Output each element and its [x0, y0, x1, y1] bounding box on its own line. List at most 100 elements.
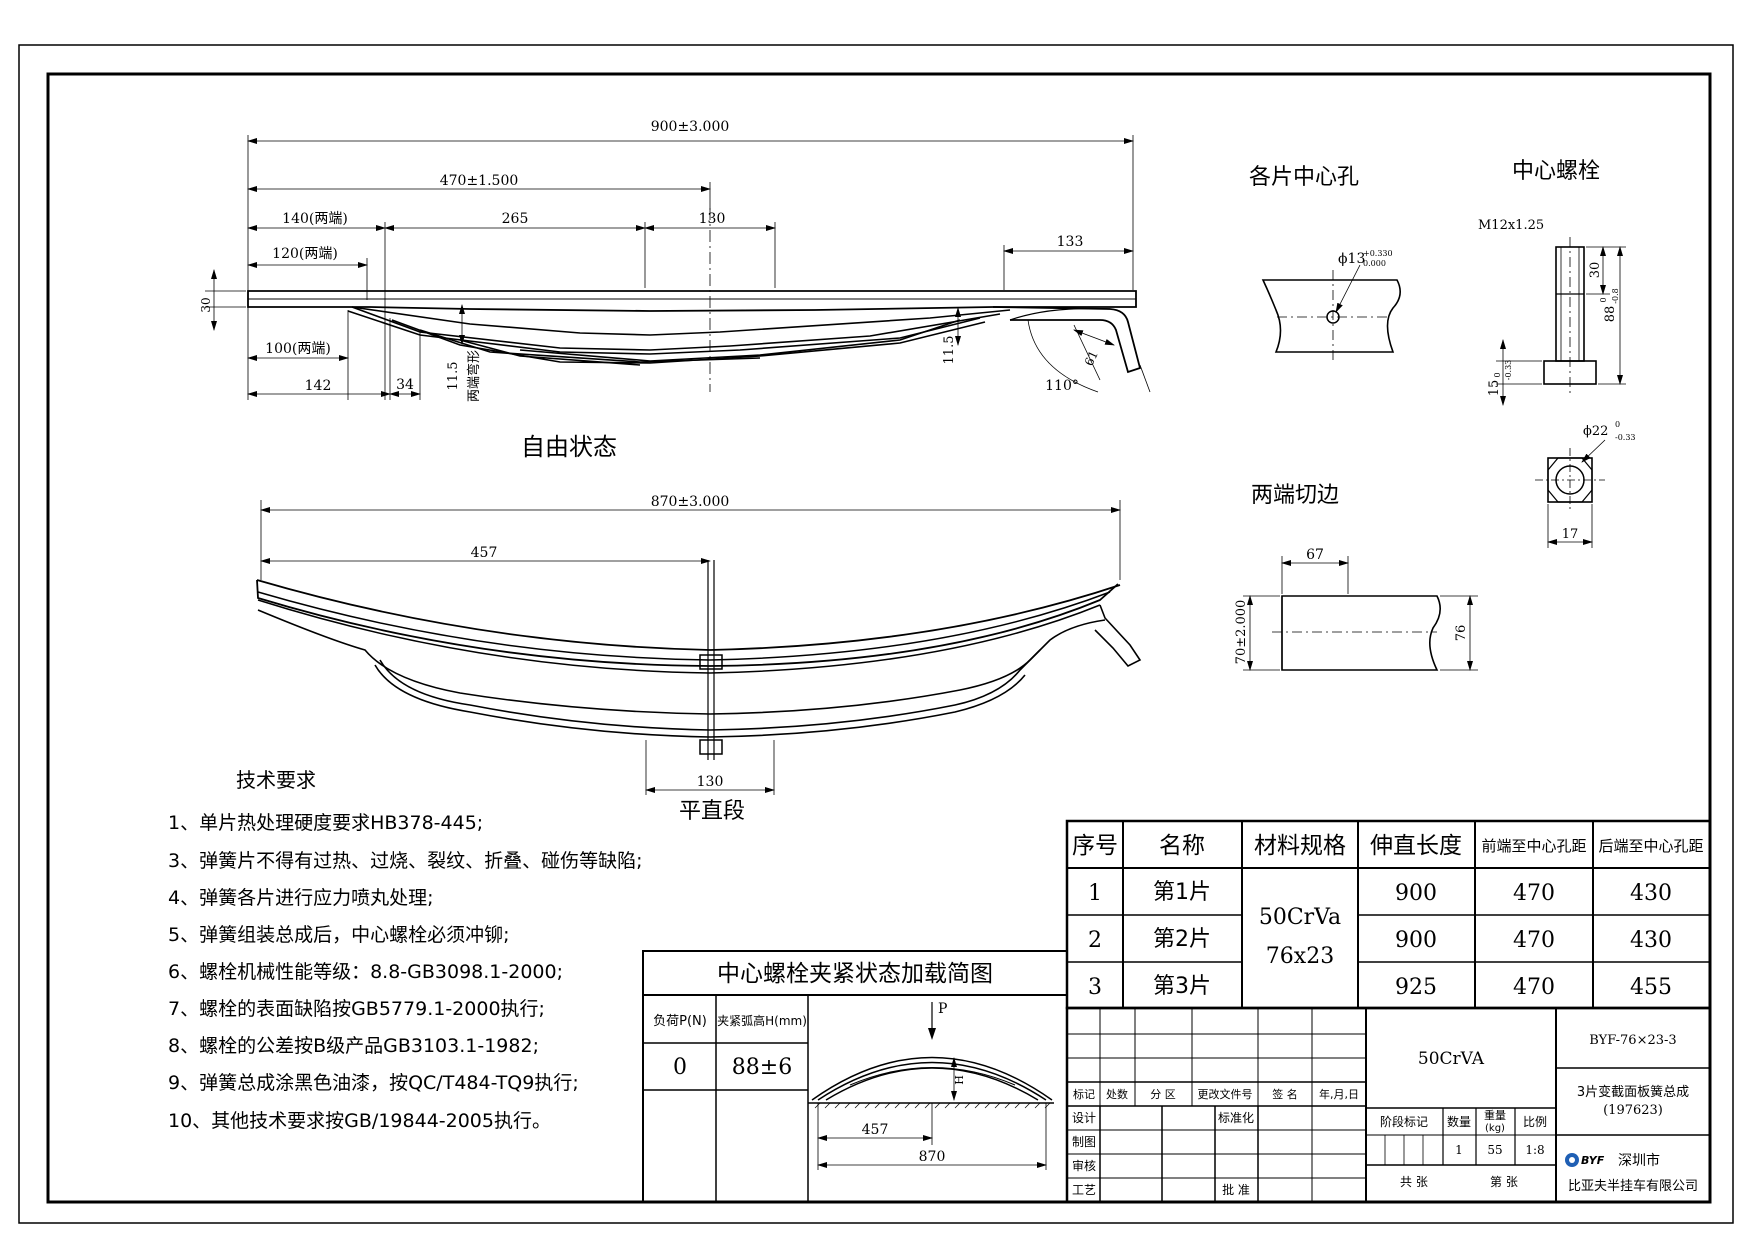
- row-2-length: 900: [1395, 928, 1437, 953]
- label-sheet: 第 张: [1490, 1175, 1518, 1189]
- weight-value: 55: [1487, 1143, 1502, 1157]
- dim-133: 133: [1057, 234, 1084, 250]
- label-stage: 阶段标记: [1380, 1114, 1428, 1129]
- row-2-no: 2: [1088, 928, 1102, 953]
- row-1-length: 900: [1395, 881, 1437, 906]
- row-2-front: 470: [1513, 928, 1555, 953]
- trim-d67: 67: [1306, 547, 1324, 563]
- bolt-d88-tol-up: 0: [1599, 297, 1608, 302]
- sketch-d457: 457: [862, 1122, 889, 1138]
- label-scale: 比例: [1523, 1115, 1547, 1129]
- drawing-code: BYF-76×23-3: [1589, 1033, 1676, 1048]
- tech-req-item: 6、螺栓机械性能等级：8.8-GB3098.1-2000;: [168, 961, 563, 983]
- rev-mark: 标记: [1073, 1087, 1095, 1101]
- load-diagram: 中心螺栓夹紧状态加载简图 负荷P(N) 夹紧弧高H(mm) 0 88±6 P: [642, 950, 1068, 1203]
- center-bolt-title: 中心螺栓: [1512, 159, 1600, 184]
- bolt-d15: 15: [1487, 380, 1502, 397]
- rev-doc: 更改文件号: [1198, 1087, 1253, 1101]
- col-load: 负荷P(N): [653, 1014, 707, 1029]
- bolt-d22-tol-up: 0: [1615, 420, 1620, 429]
- dim-11-5-left: 11.5: [446, 362, 461, 391]
- row-2-rear: 430: [1630, 928, 1672, 953]
- row-3-rear: 455: [1630, 975, 1672, 1000]
- tech-requirements: 技术要求 1、单片热处理硬度要求HB378-445; 3、弹簧片不得有过热、过烧…: [168, 768, 643, 1132]
- company-line-1: 深圳市: [1618, 1152, 1660, 1169]
- product-no: (197623): [1603, 1103, 1663, 1118]
- load-diagram-title: 中心螺栓夹紧状态加载简图: [717, 961, 993, 987]
- dim-11-5-right: 11.5: [942, 336, 957, 365]
- label-weight-unit: (kg): [1485, 1123, 1505, 1134]
- label-weight: 重量: [1484, 1108, 1506, 1122]
- tech-req-item: 9、弹簧总成涂黑色油漆，按QC/T484-TQ9执行;: [168, 1072, 579, 1094]
- dim-265: 265: [502, 211, 529, 227]
- company-logo: BYF: [1565, 1153, 1605, 1167]
- dim-142: 142: [305, 378, 332, 394]
- dim-140: 140(两端): [282, 211, 348, 227]
- dim-100: 100(两端): [265, 341, 331, 357]
- asm-dim-457: 457: [471, 545, 498, 561]
- bolt-d88-tol-low: -0.8: [1611, 288, 1620, 303]
- free-state-title: 自由状态: [521, 433, 617, 461]
- center-hole-title: 各片中心孔: [1249, 165, 1359, 190]
- center-bolt-view: 中心螺栓 M12x1.25 30 88 0 -0.8 15 0 -0.33 ϕ2…: [1478, 159, 1636, 548]
- th-name: 名称: [1159, 833, 1205, 859]
- dim-overall: 900±3.000: [651, 119, 730, 135]
- end-trim-view: 两端切边 67 70±2.000 76: [1234, 483, 1478, 671]
- hole-dia: ϕ13: [1338, 251, 1365, 267]
- tech-req-item: 8、螺栓的公差按B级产品GB3103.1-1982;: [168, 1035, 539, 1057]
- row-3-length: 925: [1395, 975, 1437, 1000]
- label-draw: 制图: [1072, 1135, 1096, 1149]
- title-block: 标记 处数 分 区 更改文件号 签 名 年,月,日 设计 标准化 制图 审核 工…: [1065, 1006, 1712, 1204]
- label-review: 审核: [1072, 1158, 1096, 1173]
- sketch-d870: 870: [919, 1149, 946, 1165]
- rev-sign: 签 名: [1272, 1087, 1298, 1101]
- row-3-name: 第3片: [1153, 974, 1211, 999]
- label-approve: 批 准: [1222, 1182, 1250, 1197]
- th-rear: 后端至中心孔距: [1598, 837, 1703, 855]
- label-qty: 数量: [1447, 1114, 1471, 1129]
- bolt-d30: 30: [1588, 262, 1603, 279]
- trim-d70: 70±2.000: [1234, 600, 1249, 665]
- bolt-d22: ϕ22: [1583, 424, 1608, 439]
- hole-tol-low: 0.000: [1363, 259, 1386, 268]
- bolt-d88: 88: [1603, 306, 1618, 323]
- rev-date: 年,月,日: [1319, 1087, 1359, 1101]
- bolt-d15-tol-low: -0.33: [1504, 360, 1513, 381]
- asm-dim-overall: 870±3.000: [651, 494, 730, 510]
- tech-req-title: 技术要求: [236, 768, 316, 792]
- bolt-d15-tol-up: 0: [1493, 372, 1502, 377]
- load-value: 0: [673, 1055, 687, 1080]
- material-line-1: 50CrVa: [1259, 905, 1341, 930]
- th-material: 材料规格: [1254, 833, 1346, 859]
- tech-req-item: 5、弹簧组装总成后，中心螺栓必须冲铆;: [168, 924, 510, 946]
- dim-130-top: 130: [699, 211, 726, 227]
- row-1-no: 1: [1088, 881, 1102, 906]
- dim-30: 30: [199, 297, 213, 312]
- dim-front-half: 470±1.500: [440, 173, 519, 189]
- flat-title: 平直段: [679, 799, 745, 824]
- company-line-2: 比亚夫半挂车有限公司: [1568, 1178, 1698, 1194]
- tech-req-item: 10、其他技术要求按GB/19844-2005执行。: [168, 1110, 551, 1132]
- dim-angle: 110°: [1045, 378, 1079, 394]
- bend-note: 两端弯形: [466, 350, 482, 402]
- height-value: 88±6: [732, 1055, 792, 1080]
- dim-34: 34: [396, 377, 414, 393]
- label-process: 工艺: [1072, 1183, 1096, 1197]
- col-height: 夹紧弧高H(mm): [717, 1013, 807, 1028]
- row-3-no: 3: [1088, 975, 1102, 1000]
- label-design: 设计: [1072, 1111, 1096, 1125]
- scale-value: 1:8: [1525, 1143, 1544, 1157]
- tech-req-item: 3、弹簧片不得有过热、过烧、裂纹、折叠、碰伤等缺陷;: [168, 850, 643, 872]
- row-2-name: 第2片: [1153, 927, 1211, 952]
- rev-zone: 分 区: [1150, 1088, 1176, 1101]
- rev-count: 处数: [1106, 1088, 1128, 1101]
- product-name: 3片变截面板簧总成: [1577, 1084, 1689, 1100]
- row-1-rear: 430: [1630, 881, 1672, 906]
- th-no: 序号: [1072, 833, 1118, 859]
- asm-dim-130: 130: [697, 774, 724, 790]
- qty-value: 1: [1455, 1143, 1463, 1157]
- trim-d76: 76: [1454, 625, 1469, 642]
- th-length: 伸直长度: [1370, 833, 1462, 859]
- dim-61: 61: [1082, 348, 1101, 368]
